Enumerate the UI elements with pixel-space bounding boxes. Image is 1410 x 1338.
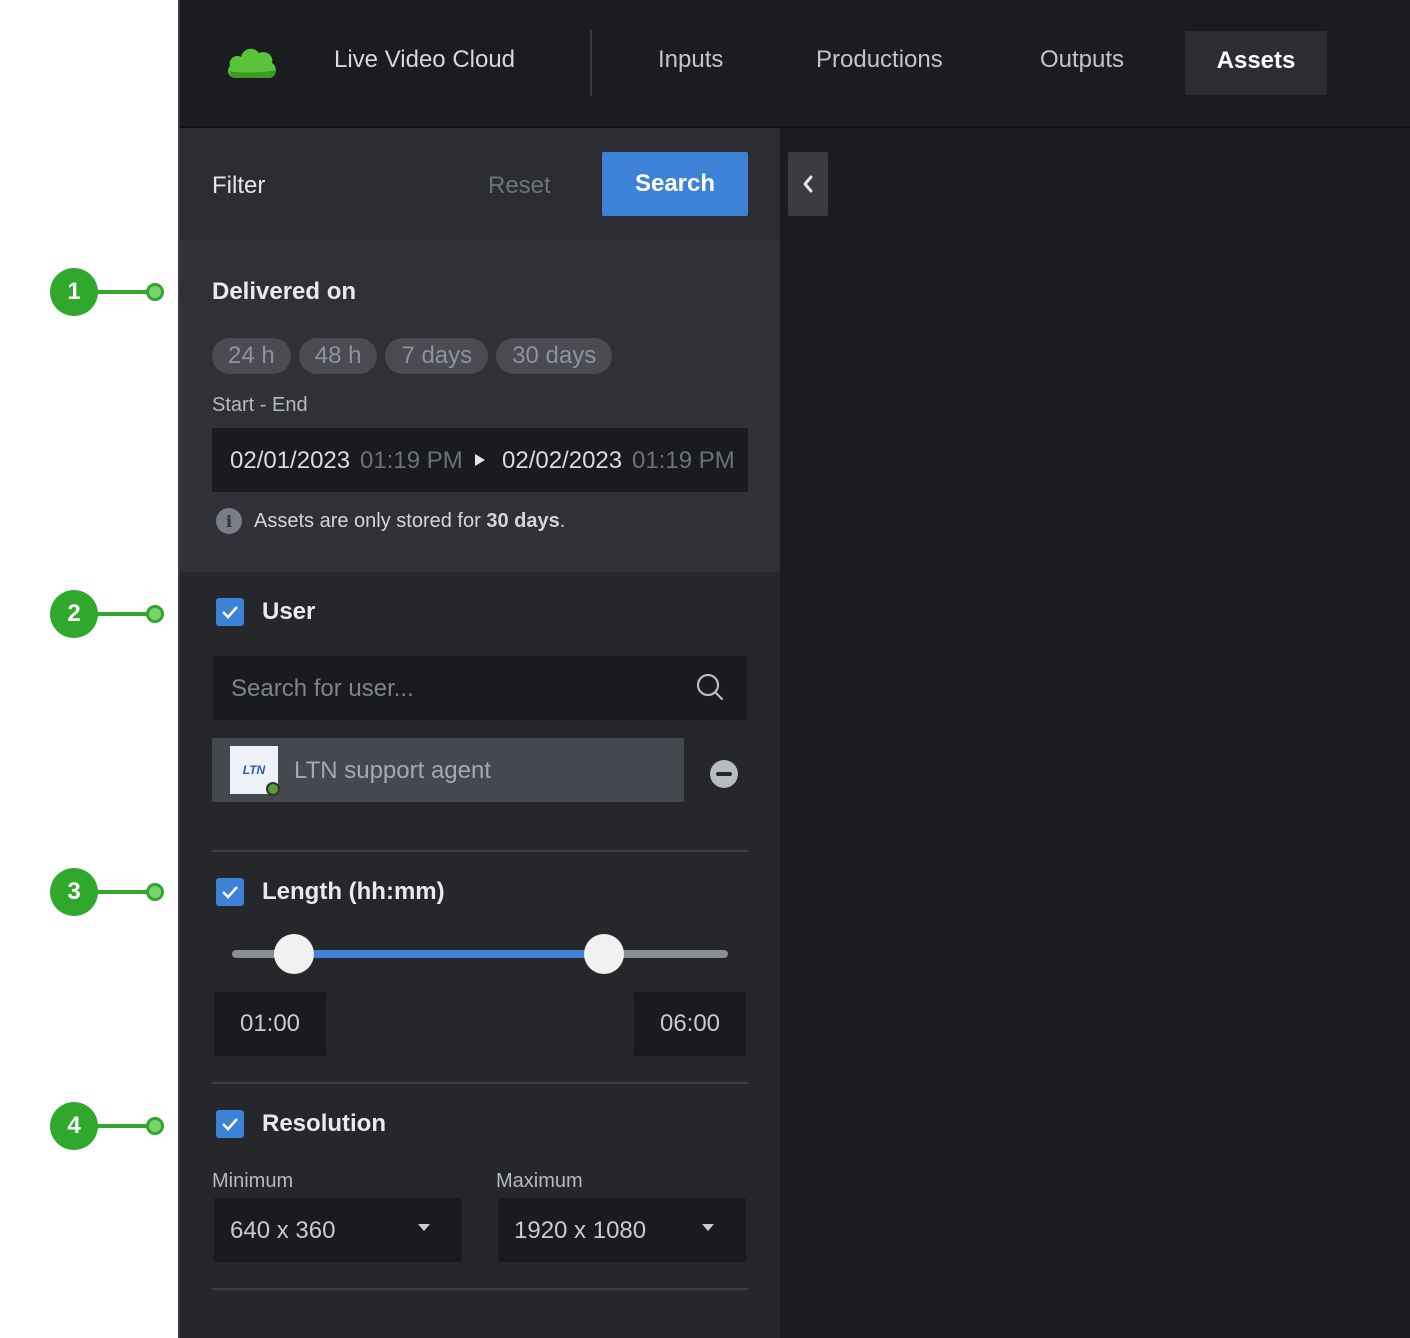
collapse-panel-button[interactable] [788, 152, 828, 216]
callout-line [96, 1124, 154, 1128]
section-divider [212, 1288, 748, 1290]
retention-days: 30 days [486, 509, 560, 532]
remove-user-button[interactable] [710, 760, 738, 788]
delivered-on-section: Delivered on 24 h 48 h 7 days 30 days St… [180, 240, 780, 572]
length-slider-fill [294, 950, 604, 958]
length-min-input[interactable]: 01:00 [214, 992, 326, 1056]
retention-note: i Assets are only stored for 30 days . [216, 508, 565, 534]
callout-number: 2 [50, 590, 98, 638]
length-min-handle[interactable] [274, 934, 314, 974]
filter-panel: Filter Reset Search Delivered on 24 h 48… [180, 128, 780, 1338]
nav-inputs[interactable]: Inputs [658, 46, 724, 73]
start-time[interactable]: 01:19 PM [360, 447, 463, 474]
length-max-handle[interactable] [584, 934, 624, 974]
nav-assets[interactable]: Assets [1185, 31, 1327, 95]
callout-dot [146, 605, 164, 623]
minimum-label: Minimum [212, 1170, 294, 1192]
nav-productions[interactable]: Productions [816, 46, 943, 73]
callout-number: 3 [50, 868, 98, 916]
search-icon[interactable] [695, 672, 725, 702]
callout-line [96, 290, 154, 294]
maximum-label: Maximum [496, 1170, 583, 1192]
length-max-input[interactable]: 06:00 [634, 992, 746, 1056]
top-navbar: Live Video Cloud Inputs Productions Outp… [180, 0, 1410, 128]
callout-line [96, 612, 154, 616]
chevron-left-icon [803, 175, 813, 193]
min-resolution-select[interactable]: 640 x 360 [214, 1198, 462, 1262]
user-search-input[interactable]: Search for user... [213, 656, 747, 720]
callout-number: 1 [50, 268, 98, 316]
callout-3: 3 [50, 868, 168, 916]
selected-user-name: LTN support agent [294, 757, 492, 784]
callout-4: 4 [50, 1102, 168, 1150]
date-range-input[interactable]: 02/01/2023 01:19 PM 02/02/2023 01:19 PM [212, 428, 748, 492]
checkmark-icon [222, 606, 238, 619]
retention-suffix: . [559, 509, 566, 532]
max-resolution-select[interactable]: 1920 x 1080 [498, 1198, 746, 1262]
preset-48h[interactable]: 48 h [298, 338, 378, 374]
length-title: Length (hh:mm) [262, 878, 445, 905]
end-time[interactable]: 01:19 PM [632, 447, 735, 474]
preset-30-days[interactable]: 30 days [496, 338, 613, 374]
app-window: Live Video Cloud Inputs Productions Outp… [178, 0, 1410, 1338]
section-divider [212, 1082, 748, 1084]
nav-divider [590, 30, 592, 96]
arrow-right-icon [475, 454, 485, 466]
start-date[interactable]: 02/01/2023 [230, 447, 351, 474]
user-search-placeholder: Search for user... [231, 675, 414, 702]
resolution-title: Resolution [262, 1110, 386, 1137]
callout-line [96, 890, 154, 894]
online-status-dot [266, 782, 280, 796]
info-icon: i [216, 508, 242, 534]
filter-header: Filter Reset Search [180, 128, 780, 240]
callout-dot [146, 283, 164, 301]
app-title[interactable]: Live Video Cloud [334, 46, 516, 73]
retention-text: Assets are only stored for [254, 509, 487, 532]
min-resolution-value: 640 x 360 [230, 1217, 336, 1244]
reset-button[interactable]: Reset [488, 172, 551, 199]
nav-outputs[interactable]: Outputs [1040, 46, 1125, 73]
selected-user: LTN LTN support agent [212, 738, 684, 802]
callout-1: 1 [50, 268, 168, 316]
callout-number: 4 [50, 1102, 98, 1150]
preset-chips: 24 h 48 h 7 days 30 days [212, 338, 613, 374]
callout-dot [146, 1117, 164, 1135]
caret-down-icon [702, 1224, 714, 1231]
section-divider [212, 850, 748, 852]
nav-assets-label: Assets [1216, 47, 1296, 74]
caret-down-icon [418, 1224, 430, 1231]
preset-24h[interactable]: 24 h [212, 338, 291, 374]
preset-7-days[interactable]: 7 days [385, 338, 489, 374]
callout-2: 2 [50, 590, 168, 638]
cloud-icon[interactable] [226, 42, 278, 82]
user-title: User [262, 598, 316, 625]
checkmark-icon [222, 1118, 238, 1131]
checkmark-icon [222, 886, 238, 899]
length-checkbox[interactable] [216, 878, 244, 906]
delivered-on-title: Delivered on [212, 278, 357, 305]
callout-dot [146, 883, 164, 901]
user-checkbox[interactable] [216, 598, 244, 626]
range-label: Start - End [212, 394, 308, 416]
filter-title: Filter [212, 172, 266, 199]
search-button[interactable]: Search [602, 152, 748, 216]
end-date[interactable]: 02/02/2023 [502, 447, 623, 474]
max-resolution-value: 1920 x 1080 [514, 1217, 647, 1244]
resolution-checkbox[interactable] [216, 1110, 244, 1138]
